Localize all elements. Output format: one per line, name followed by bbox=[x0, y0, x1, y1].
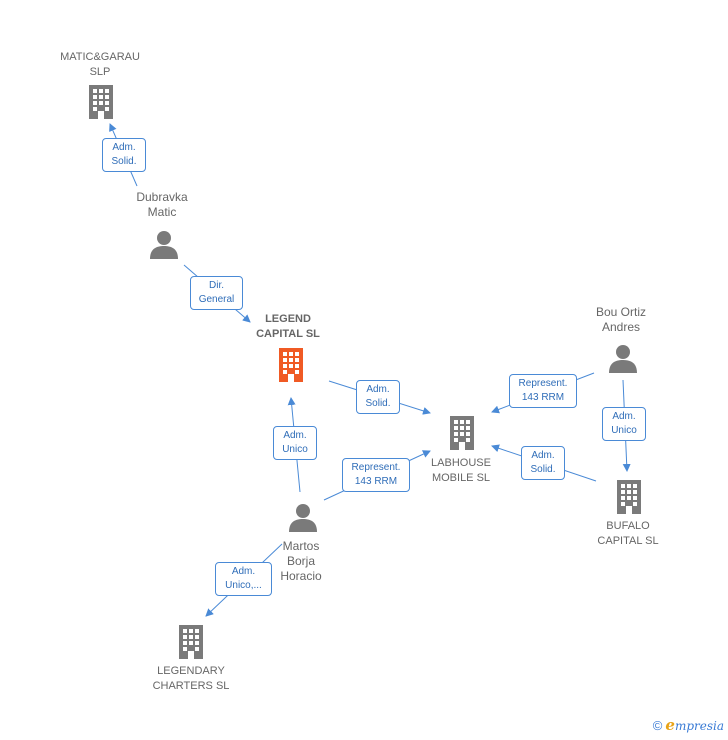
brand-logo[interactable]: empresia bbox=[665, 716, 724, 734]
building-icon[interactable] bbox=[85, 84, 117, 120]
copyright-symbol: © bbox=[652, 717, 663, 733]
node-label-bufalo[interactable]: BUFALO CAPITAL SL bbox=[597, 520, 659, 547]
node-label-matic-garau[interactable]: MATIC&GARAU SLP bbox=[60, 51, 140, 78]
building-icon[interactable] bbox=[275, 347, 307, 383]
node-label-martos[interactable]: Martos Borja Horacio bbox=[280, 539, 322, 583]
building-icon[interactable] bbox=[446, 415, 478, 451]
edge-label-adm-solid[interactable]: Adm. Solid. bbox=[356, 380, 400, 414]
edge-label-adm-unico[interactable]: Adm. Unico bbox=[602, 407, 646, 441]
edge-label-represent[interactable]: Represent. 143 RRM bbox=[509, 374, 577, 408]
edge-label-adm-solid[interactable]: Adm. Solid. bbox=[102, 138, 146, 172]
node-label-labhouse[interactable]: LABHOUSE MOBILE SL bbox=[431, 457, 491, 484]
person-icon[interactable] bbox=[149, 230, 179, 260]
building-icon[interactable] bbox=[613, 479, 645, 515]
brand-footer: © empresia bbox=[653, 716, 724, 734]
node-label-legend-capital[interactable]: LEGEND CAPITAL SL bbox=[256, 313, 320, 340]
person-icon[interactable] bbox=[288, 503, 318, 533]
edge-label-dir-general[interactable]: Dir. General bbox=[190, 276, 243, 310]
edge-label-adm-solid[interactable]: Adm. Solid. bbox=[521, 446, 565, 480]
brand-name: mpresia bbox=[674, 719, 724, 733]
building-icon[interactable] bbox=[175, 624, 207, 660]
edge-label-represent[interactable]: Represent. 143 RRM bbox=[342, 458, 410, 492]
node-label-legendary[interactable]: LEGENDARY CHARTERS SL bbox=[152, 665, 230, 692]
node-label-dubravka[interactable]: Dubravka Matic bbox=[136, 190, 188, 219]
node-label-bou-ortiz[interactable]: Bou Ortiz Andres bbox=[595, 305, 646, 334]
person-icon[interactable] bbox=[608, 344, 638, 374]
edge-label-adm-unico[interactable]: Adm. Unico bbox=[273, 426, 317, 460]
edge-label-adm-unico-more[interactable]: Adm. Unico,... bbox=[215, 562, 272, 596]
brand-initial: e bbox=[665, 716, 675, 734]
